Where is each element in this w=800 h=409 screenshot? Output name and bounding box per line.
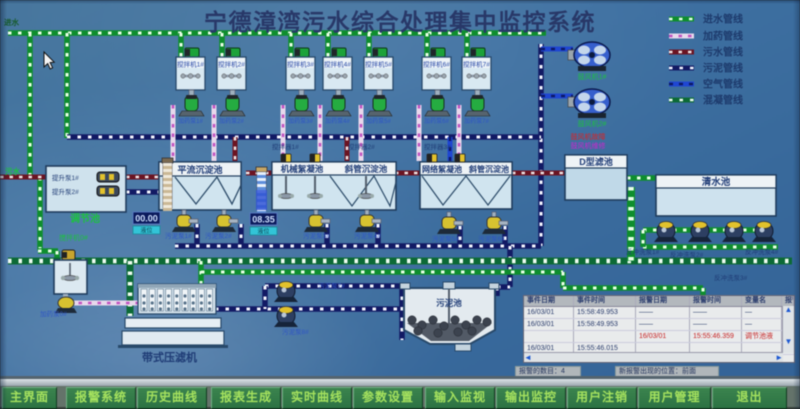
svg-text:污水: 污水 [5,166,20,176]
svg-text:污泥泵5#: 污泥泵5# [432,235,459,243]
svg-text:搅拌器2#: 搅拌器2# [348,142,375,151]
svg-text:加药泵7#: 加药泵7# [464,117,489,125]
svg-text:搅拌机1#: 搅拌机1# [177,60,204,69]
svg-text:搅拌机6#: 搅拌机6# [423,60,450,69]
svg-text:污泥泵7#: 污泥泵7# [318,282,345,290]
svg-text:调节池: 调节池 [70,212,100,225]
svg-text:搅拌机0#: 搅拌机0# [59,233,88,242]
svg-text:进水: 进水 [4,17,19,27]
svg-text:污水管线: 污水管线 [703,46,743,59]
svg-text:搅拌机4#: 搅拌机4# [324,60,351,69]
svg-text:污泥泵6#: 污泥泵6# [478,235,505,243]
svg-text:搅拌机7#: 搅拌机7# [463,60,490,69]
svg-text:提升泵1#: 提升泵1# [52,173,79,182]
svg-text:斜管沉淀池: 斜管沉淀池 [344,164,388,174]
svg-text:加药泵0#: 加药泵0# [40,309,67,318]
svg-text:污泥管线: 污泥管线 [703,62,743,75]
svg-text:带式压滤机: 带式压滤机 [142,350,197,364]
svg-text:空气管线: 空气管线 [703,78,743,91]
svg-text:D型滤池: D型滤池 [579,156,613,167]
svg-text:08.35: 08.35 [252,215,275,225]
svg-text:00.00: 00.00 [135,214,158,224]
svg-text:加药泵1#: 加药泵1# [178,117,203,125]
svg-text:液位: 液位 [140,227,152,235]
svg-text:提升泵2#: 提升泵2# [52,187,79,196]
svg-text:加药泵3#: 加药泵3# [288,117,313,125]
svg-text:鼓风机故障: 鼓风机故障 [571,132,606,141]
svg-text:污泥泵3#: 污泥泵3# [303,232,330,240]
svg-text:加药泵5#: 加药泵5# [366,117,391,125]
svg-text:加药泵4#: 加药泵4# [325,117,350,125]
svg-text:污泥池: 污泥池 [436,298,462,308]
svg-text:清水池: 清水池 [702,176,731,188]
svg-text:搅拌机3#: 搅拌机3# [287,60,314,69]
svg-text:搅拌机5#: 搅拌机5# [365,60,392,69]
svg-text:反冲洗泵2#: 反冲洗泵2# [670,250,704,259]
svg-text:混凝管线: 混凝管线 [703,94,743,107]
svg-text:加药泵6#: 加药泵6# [424,117,449,125]
svg-text:污泥泵1#: 污泥泵1# [165,232,192,240]
svg-text:反冲洗泵3#: 反冲洗泵3# [714,273,748,282]
svg-text:加药管线: 加药管线 [702,30,743,43]
svg-text:鼓风机2#: 鼓风机2# [578,119,607,128]
svg-text:搅拌器1#: 搅拌器1# [272,142,299,151]
svg-text:污泥泵4#: 污泥泵4# [354,232,381,240]
svg-text:加药泵2#: 加药泵2# [219,117,244,125]
svg-text:网络絮凝池: 网络絮凝池 [422,164,462,174]
svg-text:污泥泵8#: 污泥泵8# [282,328,309,336]
svg-text:鼓风机1#: 鼓风机1# [578,72,607,81]
svg-text:进水管线: 进水管线 [703,13,743,26]
svg-text:机械絮凝池: 机械絮凝池 [281,164,324,174]
svg-text:斜管沉淀池: 斜管沉淀池 [468,164,509,174]
svg-text:反冲洗泵1#: 反冲洗泵1# [626,247,660,256]
svg-text:液位: 液位 [257,228,269,236]
svg-text:搅拌器3#: 搅拌器3# [424,142,451,151]
svg-text:搅拌机2#: 搅拌机2# [218,60,245,69]
svg-text:污泥泵2#: 污泥泵2# [205,232,232,240]
svg-text:平流沉淀池: 平流沉淀池 [177,164,222,175]
svg-text:反冲洗泵4#: 反冲洗泵4# [745,247,779,256]
svg-text:鼓风机维修: 鼓风机维修 [571,141,606,150]
